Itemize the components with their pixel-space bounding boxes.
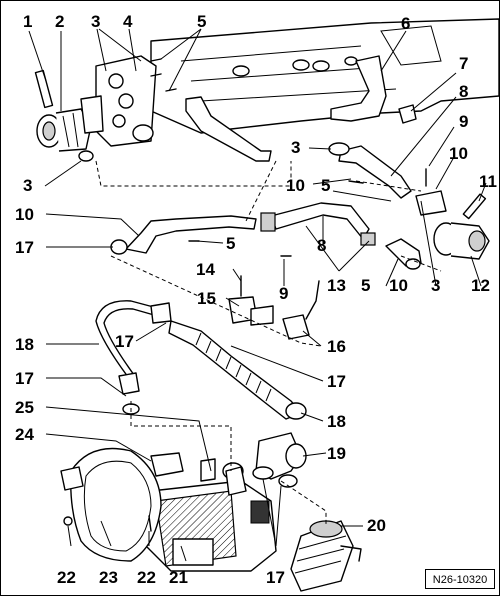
pin-11 xyxy=(462,193,487,220)
mount-24 xyxy=(150,452,184,477)
hose-end-left xyxy=(118,372,140,395)
bolt-7 xyxy=(398,104,417,124)
elbow-19 xyxy=(252,432,307,480)
gasket-left xyxy=(78,150,94,162)
label-17-bottom: 17 xyxy=(266,568,285,587)
o-ring-17a xyxy=(110,239,128,255)
label-8-upper: 8 xyxy=(459,82,468,101)
label-3-mid: 3 xyxy=(291,138,300,157)
label-9-upper: 9 xyxy=(459,112,468,131)
bracket-arm xyxy=(185,96,272,162)
label-17-mid: 17 xyxy=(115,332,134,351)
label-4: 4 xyxy=(123,12,133,31)
gasket-3d xyxy=(405,258,421,270)
label-17-lower-left: 17 xyxy=(15,369,34,388)
label-3-left: 3 xyxy=(23,176,32,195)
label-20: 20 xyxy=(367,516,386,535)
label-6: 6 xyxy=(401,14,410,33)
mount-left xyxy=(60,466,84,491)
connector-16 xyxy=(282,314,310,340)
label-10-upper-right: 10 xyxy=(449,144,468,163)
bolts-top xyxy=(150,58,177,92)
hose-18-left-inner xyxy=(103,308,162,380)
o-ring-17e xyxy=(278,474,298,488)
diagram-code: N26-10320 xyxy=(425,569,495,589)
label-15: 15 xyxy=(197,289,216,308)
clamp-left xyxy=(260,212,276,232)
bolt-5b xyxy=(348,180,364,184)
pipe-10a xyxy=(125,215,257,254)
label-5-left-mid: 5 xyxy=(226,234,235,253)
gasket-upper-left xyxy=(80,95,104,134)
label-25: 25 xyxy=(15,398,34,417)
valve-12 xyxy=(433,222,490,260)
bolt-22b xyxy=(148,515,152,532)
label-18-left: 18 xyxy=(15,335,34,354)
label-10-left: 10 xyxy=(15,205,34,224)
label-2: 2 xyxy=(55,12,64,31)
corrugated-hose xyxy=(168,320,302,420)
bracket-6 xyxy=(330,55,387,122)
hose-8 xyxy=(270,202,370,240)
label-17-right: 17 xyxy=(327,372,346,391)
hose-20 xyxy=(290,520,362,592)
bracket-10c xyxy=(415,190,447,216)
label-11: 11 xyxy=(479,172,497,191)
adapter-flange xyxy=(95,55,157,147)
label-22-left: 22 xyxy=(57,568,76,587)
wire-16 xyxy=(305,280,320,320)
label-10-mid: 10 xyxy=(286,176,305,195)
label-10-lower-right: 10 xyxy=(389,276,408,295)
label-3-lower-right: 3 xyxy=(431,276,440,295)
sensor-body xyxy=(250,305,274,326)
label-22-right: 22 xyxy=(137,568,156,587)
clamp-right xyxy=(360,232,376,246)
label-1: 1 xyxy=(23,12,32,31)
bolt-25 xyxy=(200,458,216,482)
part-1 xyxy=(34,69,54,109)
air-pump-21 xyxy=(145,462,277,572)
label-24: 24 xyxy=(15,425,34,444)
combi-valve xyxy=(36,108,92,152)
bracket-23 xyxy=(70,447,162,562)
hose-clamp-18b xyxy=(285,402,307,420)
label-13: 13 xyxy=(327,276,346,295)
label-14: 14 xyxy=(196,260,215,279)
label-5-lower-right: 5 xyxy=(361,276,370,295)
label-19: 19 xyxy=(327,444,346,463)
gasket-3b xyxy=(328,142,350,156)
label-5-mid: 5 xyxy=(321,176,330,195)
label-18-right: 18 xyxy=(327,412,346,431)
label-5-top: 5 xyxy=(197,12,206,31)
nut-22a xyxy=(63,516,73,526)
label-23: 23 xyxy=(99,568,118,587)
label-3-top: 3 xyxy=(91,12,100,31)
label-12: 12 xyxy=(471,276,490,295)
label-21: 21 xyxy=(169,568,188,587)
label-8-mid: 8 xyxy=(317,236,326,255)
hose-18-left xyxy=(95,300,162,382)
pipe-upper xyxy=(338,145,412,199)
label-7: 7 xyxy=(459,54,468,73)
leader-lines xyxy=(28,28,487,562)
label-9-lower: 9 xyxy=(279,284,288,303)
callout-labels: 1 2 3 4 5 6 7 8 9 3 10 3 10 5 11 10 17 5… xyxy=(15,12,497,587)
label-16: 16 xyxy=(327,337,346,356)
hose-end-top xyxy=(150,302,172,324)
label-17-left: 17 xyxy=(15,238,34,257)
